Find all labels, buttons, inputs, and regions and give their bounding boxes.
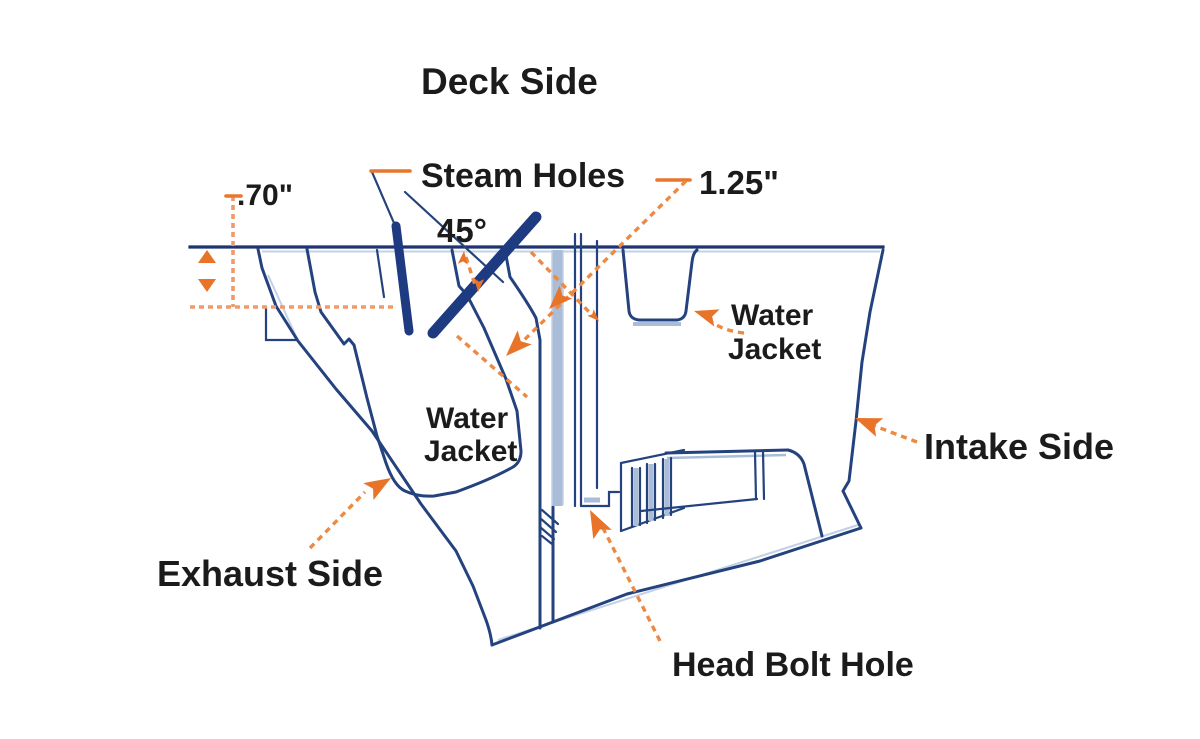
diagram-labels: Deck Side Steam Holes 45° 1.25" .70" Wat… (157, 61, 1114, 684)
dim-70-up-arrow (198, 250, 216, 263)
exhaust-side-arrow-tail (308, 490, 367, 550)
deck-wall-stub (375, 248, 386, 299)
steam-hole-bar-vertical-top (370, 170, 399, 232)
water-jacket-right-label-line2: Jacket (728, 333, 821, 366)
cylinder-wall (503, 248, 542, 630)
block-bottom-edge (490, 526, 863, 647)
water-jacket-right-pocket (621, 248, 699, 322)
angle-45-label: 45° (437, 212, 487, 249)
steam-hole-depth-arrowhead (587, 309, 603, 325)
exhaust-side-label: Exhaust Side (157, 553, 383, 594)
water-jacket-right-label-line1: Water (731, 299, 814, 332)
bolt-hole-thread-hatch (538, 508, 560, 546)
valve-lifter-bosses (619, 448, 686, 533)
steam-hole-depth-line (529, 250, 595, 318)
water-jacket-left-label-line2: Jacket (424, 435, 517, 468)
dim-125-leader (514, 179, 688, 350)
drill-path-extension (455, 334, 529, 399)
water-jacket-right-arrow-tail (704, 315, 745, 335)
steam-hole-bar-vertical (391, 221, 414, 336)
head-bolt-hole-arrow-tail (599, 523, 662, 642)
wall-step-notch (264, 305, 298, 342)
steam-holes-label: Steam Holes (421, 157, 625, 195)
water-jacket-right-arrowhead (691, 302, 720, 327)
bolt-hole-bottom-ledge (579, 490, 621, 508)
intake-outer-wall (841, 248, 885, 530)
dim-70-label: .70" (237, 179, 293, 212)
head-bolt-hole-arrowhead (580, 505, 612, 540)
orange-annotations (190, 169, 918, 642)
water-jacket-left-label-line1: Water (426, 402, 509, 435)
dim-70-down-arrow (198, 279, 216, 292)
angle-45-arrow-line (464, 256, 477, 286)
deck-side-label: Deck Side (421, 61, 598, 102)
tappet-shelf (639, 448, 824, 538)
exhaust-outer-wall (256, 247, 494, 647)
engine-block-outline (188, 170, 885, 647)
head-bolt-hole-label: Head Bolt Hole (672, 646, 914, 684)
water-jacket-left-cavity (305, 247, 523, 498)
dim-125-label: 1.25" (699, 164, 779, 201)
steam-hole-bar-45deg (427, 211, 542, 339)
intake-side-arrow-tail (871, 423, 918, 444)
intake-side-label: Intake Side (924, 426, 1114, 467)
